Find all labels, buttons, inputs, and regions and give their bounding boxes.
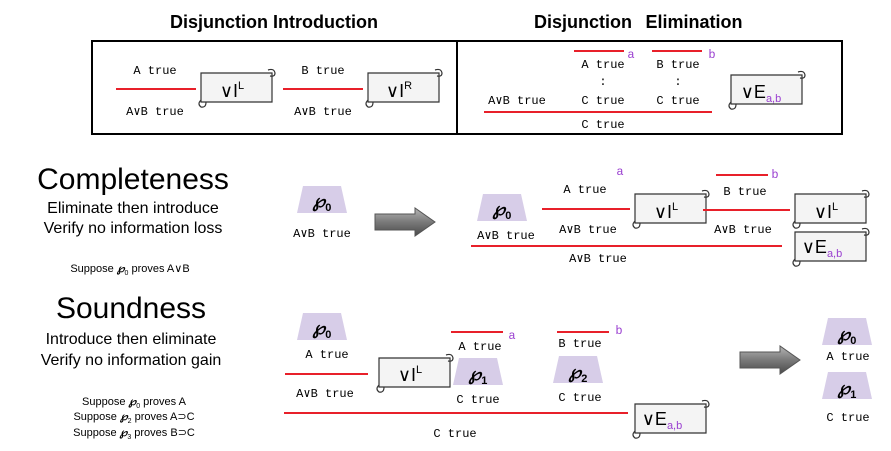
completeness-line1: Eliminate then introduce <box>47 200 219 217</box>
soundness-suppose-2: Suppose ℘2 proves A⊃C <box>73 410 194 425</box>
elim-dots-a: : <box>599 75 606 89</box>
soundness-suppose-0: Suppose ℘0 proves A <box>82 395 187 410</box>
soundness-major: A∨B true <box>296 387 354 401</box>
elim-title-a: Disjunction <box>534 12 632 32</box>
soundness-suppose-3: Suppose ℘3 proves B⊃C <box>73 426 195 441</box>
completeness-line2: Verify no information loss <box>44 220 223 237</box>
completeness-label-a: a <box>616 165 623 179</box>
completeness-d0-conclusion: A∨B true <box>293 227 351 241</box>
completeness-suppose: Suppose ℘0 proves A∨B <box>70 262 189 277</box>
elim-minor-b: C true <box>656 94 699 108</box>
soundness-e-label: ∨Ea,b <box>642 409 682 432</box>
completeness-arrow <box>374 207 436 237</box>
soundness-r0-conclusion: A true <box>826 350 869 364</box>
elim-label-a: a <box>627 48 634 62</box>
completeness-hyp-b: B true <box>723 185 766 199</box>
intro-left-conclusion: A∨B true <box>126 105 184 119</box>
intro-right-rule-label: ∨IR <box>386 80 412 101</box>
soundness-title: Soundness <box>56 292 206 325</box>
soundness-hyp-b: B true <box>558 337 601 351</box>
soundness-d1-symbol: ℘1 <box>468 364 488 387</box>
intro-right-premise: B true <box>301 64 344 78</box>
soundness-d0-conclusion: A true <box>305 348 348 362</box>
soundness-r1-conclusion: C true <box>826 411 869 425</box>
soundness-conclusion: C true <box>433 427 476 441</box>
completeness-label-b: b <box>771 168 778 182</box>
elim-label-b: b <box>708 48 715 62</box>
intro-left-rule-label: ∨IL <box>220 80 244 101</box>
soundness-il-label: ∨IL <box>398 364 422 385</box>
soundness-label-a: a <box>508 329 515 343</box>
elim-hyp-a: A true <box>581 58 624 72</box>
soundness-r0-symbol: ℘0 <box>837 324 857 347</box>
completeness-title: Completeness <box>37 163 229 196</box>
completeness-mid-b: A∨B true <box>714 223 772 237</box>
soundness-d2-conclusion: C true <box>558 391 601 405</box>
completeness-il-label: ∨IL <box>654 201 678 222</box>
soundness-d0-symbol: ℘0 <box>312 318 332 341</box>
intro-left-premise: A true <box>133 64 176 78</box>
completeness-right-d0-symbol: ℘0 <box>492 199 512 222</box>
elim-major: A∨B true <box>488 94 546 108</box>
elim-dots-b: : <box>674 75 681 89</box>
soundness-line2: Verify no information gain <box>41 352 222 369</box>
completeness-mid-a: A∨B true <box>559 223 617 237</box>
elim-hyp-b: B true <box>656 58 699 72</box>
soundness-line1: Introduce then eliminate <box>46 331 217 348</box>
elim-title-b: Elimination <box>645 12 742 32</box>
intro-right-conclusion: A∨B true <box>294 105 352 119</box>
completeness-right-major: A∨B true <box>477 229 535 243</box>
completeness-conclusion: A∨B true <box>569 252 627 266</box>
soundness-d2-symbol: ℘2 <box>568 362 588 385</box>
soundness-hyp-a: A true <box>458 340 501 354</box>
soundness-arrow <box>739 345 801 375</box>
intro-title: Disjunction Introduction <box>170 12 378 32</box>
elim-box <box>456 40 843 135</box>
completeness-hyp-a: A true <box>563 183 606 197</box>
soundness-r1-symbol: ℘1 <box>837 378 857 401</box>
soundness-label-b: b <box>615 324 622 338</box>
elim-minor-a: C true <box>581 94 624 108</box>
completeness-d0-symbol: ℘0 <box>312 191 332 214</box>
completeness-il2-label: ∨IL <box>814 201 838 222</box>
completeness-e-label: ∨Ea,b <box>802 237 842 260</box>
soundness-d1-conclusion: C true <box>456 393 499 407</box>
elim-rule-label: ∨Ea,b <box>741 82 781 105</box>
elim-conclusion: C true <box>581 118 624 132</box>
